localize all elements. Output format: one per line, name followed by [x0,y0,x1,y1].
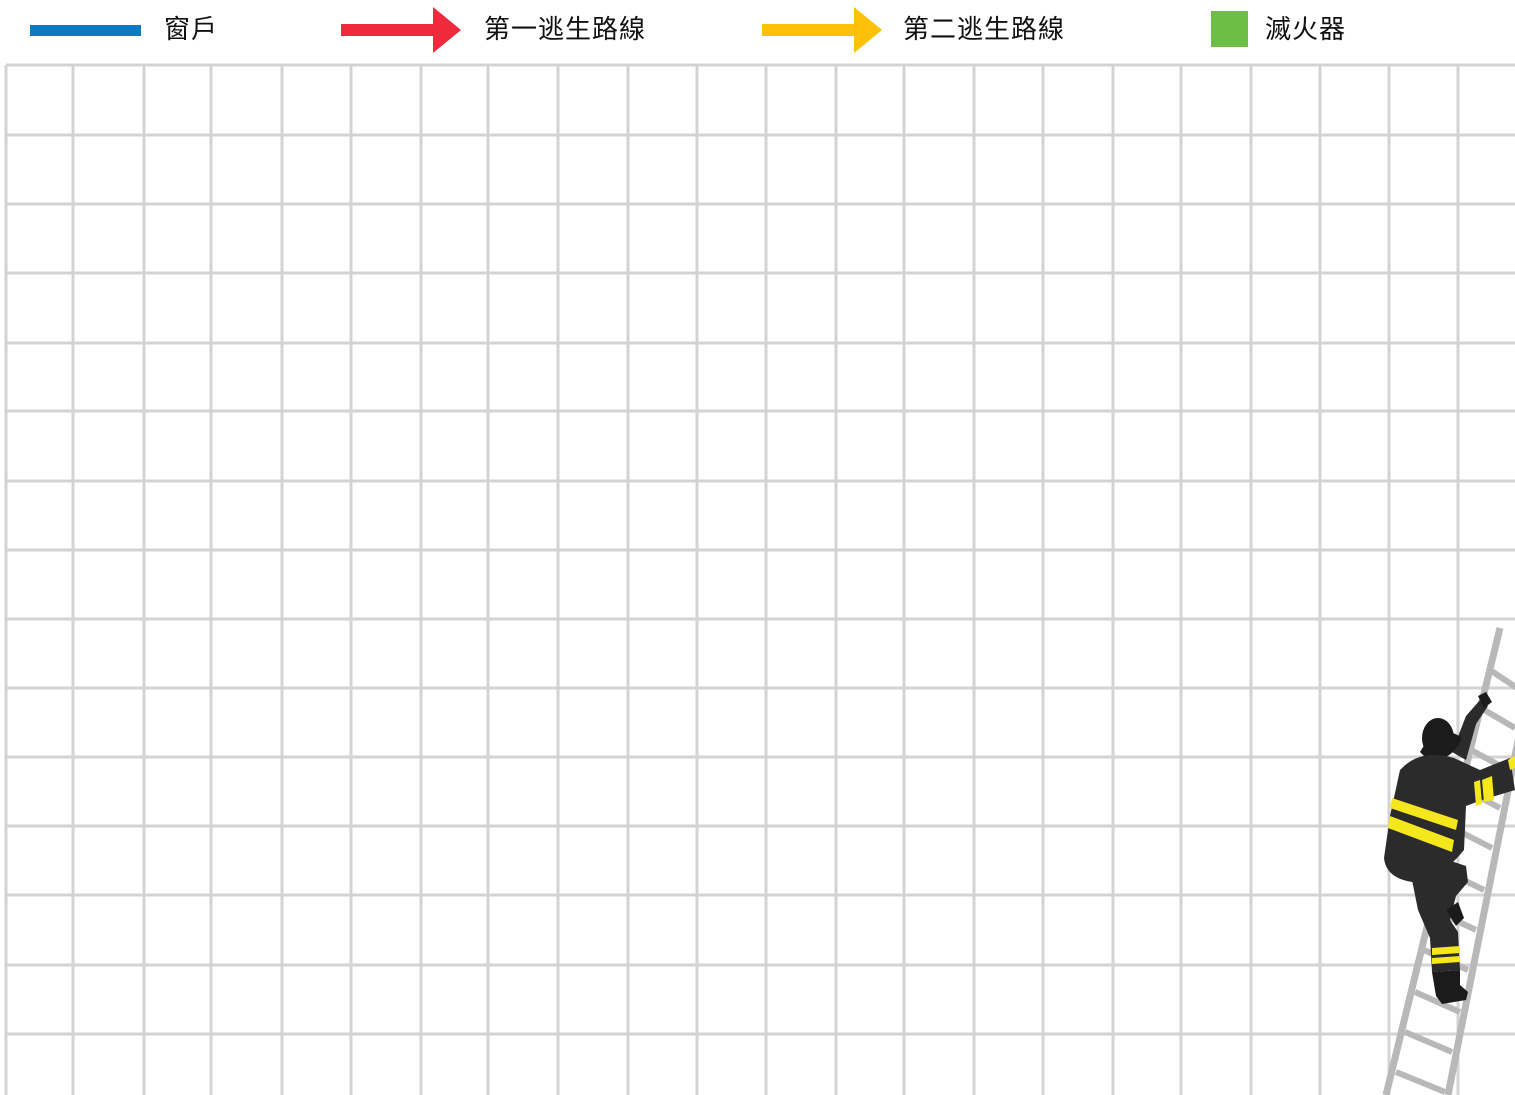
red-arrow-icon [341,7,461,53]
legend-label-window: 窗戶 [164,15,219,45]
window-line-swatch [30,25,141,36]
legend-label-fire-extinguisher: 滅火器 [1265,15,1347,45]
grid-lines [4,63,1515,1095]
fire-extinguisher-square-swatch [1211,11,1248,47]
firefighter-icon [1384,692,1515,1004]
firefighter-climbing-ladder-icon [1382,627,1515,1095]
legend-label-secondary-escape-route: 第二逃生路線 [903,15,1066,45]
legend: 窗戶 第一逃生路線 第二逃生路線 滅火器 [0,0,1515,62]
legend-label-primary-escape-route: 第一逃生路線 [484,15,647,45]
yellow-arrow-icon [762,7,882,53]
